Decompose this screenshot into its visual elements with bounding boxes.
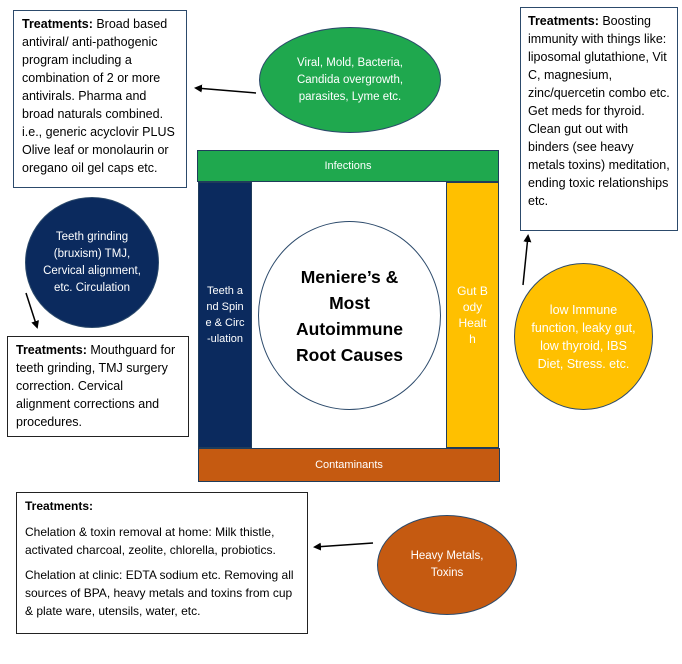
gut-treatment-heading: Treatments: (528, 14, 599, 28)
infections-treatment-text: Broad based antiviral/ anti-pathogenic p… (22, 17, 175, 175)
gut-ellipse-text: low Immune function, leaky gut, low thyr… (531, 302, 636, 371)
teeth-ellipse: Teeth grinding (bruxism) TMJ, Cervical a… (25, 197, 159, 328)
gut-treatment-box: Treatments: Boosting immunity with thing… (520, 7, 678, 231)
metals-treatment-box: Treatments: Chelation & toxin removal at… (16, 492, 308, 634)
metals-treatment-home: Chelation & toxin removal at home: Milk … (25, 525, 276, 557)
teeth-treatment-text: Mouthguard for teeth grinding, TMJ surge… (16, 343, 176, 429)
metals-treatment-clinic: Chelation at clinic: EDTA sodium etc. Re… (25, 568, 294, 618)
gut-health-bar-label: Gut Body Health (457, 284, 488, 346)
arrow-infections-to-treatment (194, 84, 257, 94)
arrow-gut-to-treatment (522, 234, 532, 286)
gut-health-bar: Gut Body Health (446, 182, 499, 448)
gut-treatment-text: Boosting immunity with things like: lipo… (528, 14, 670, 208)
gut-ellipse: low Immune function, leaky gut, low thyr… (514, 263, 653, 410)
metals-ellipse-text: Heavy Metals, Toxins (410, 550, 484, 579)
infections-treatment-heading: Treatments: (22, 17, 93, 31)
teeth-treatment-heading: Treatments: (16, 343, 87, 357)
infections-bar-label: Infections (324, 160, 372, 172)
center-title: Meniere’s & Most Autoimmune Root Causes (296, 266, 403, 365)
infections-treatment-box: Treatments: Broad based antiviral/ anti-… (13, 10, 187, 188)
teeth-spine-bar-label: Teeth and Spine & Circ-ulation (205, 285, 245, 345)
metals-treatment-heading: Treatments: (25, 499, 94, 513)
contaminants-bar: Contaminants (198, 448, 500, 482)
infections-bar: Infections (197, 150, 499, 182)
teeth-treatment-box: Treatments: Mouthguard for teeth grindin… (7, 336, 189, 437)
contaminants-bar-label: Contaminants (315, 459, 383, 471)
arrow-metals-to-treatment (313, 542, 374, 551)
infections-ellipse-text: Viral, Mold, Bacteria, Candida overgrowt… (296, 56, 404, 103)
infections-ellipse: Viral, Mold, Bacteria, Candida overgrowt… (259, 27, 441, 133)
metals-ellipse: Heavy Metals, Toxins (377, 515, 517, 615)
teeth-ellipse-text: Teeth grinding (bruxism) TMJ, Cervical a… (43, 230, 141, 294)
teeth-spine-bar: Teeth and Spine & Circ-ulation (198, 182, 252, 448)
center-root-causes-ellipse: Meniere’s & Most Autoimmune Root Causes (258, 221, 441, 410)
